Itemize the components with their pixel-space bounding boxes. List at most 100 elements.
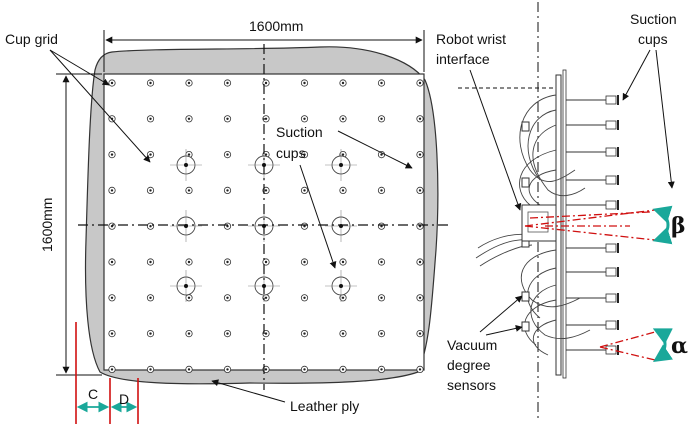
- grid-cup: [185, 186, 193, 194]
- grid-cup: [416, 258, 424, 266]
- side-rod: [566, 147, 619, 157]
- grid-cup: [300, 329, 309, 338]
- side-rod: [566, 293, 619, 303]
- vacuum-sensors-label-line3: sensors: [447, 377, 496, 393]
- side-rod: [566, 267, 619, 277]
- grid-cup: [339, 186, 347, 194]
- grid-cup: [146, 329, 155, 338]
- cup-grid-label: Cup grid: [5, 31, 58, 47]
- grid-cup: [300, 151, 309, 159]
- grid-cup: [300, 258, 309, 266]
- grid-cup: [416, 365, 424, 373]
- grid-cup: [146, 186, 155, 194]
- big-suction-cup: [325, 270, 357, 302]
- dim-c-label: C: [88, 386, 98, 402]
- side-frame-plate-2: [562, 69, 567, 379]
- grid-cup: [223, 79, 232, 87]
- grid-cup: [146, 79, 155, 87]
- side-suction-rods: [566, 95, 619, 355]
- big-suction-cup: [170, 270, 202, 302]
- grid-cup: [108, 222, 116, 230]
- grid-cup: [185, 115, 193, 123]
- side-rod: [566, 95, 619, 105]
- grid-cup: [377, 365, 386, 373]
- robot-wrist-label-line1: Robot wrist: [436, 31, 506, 47]
- suction-cups-right-label-line2: cups: [638, 31, 668, 47]
- width-dimension-label: 1600mm: [249, 18, 303, 34]
- side-rod: [566, 243, 619, 253]
- big-suction-cup: [170, 149, 202, 181]
- alpha-angle-lines: [599, 331, 656, 361]
- vacuum-leader-2: [485, 324, 523, 336]
- grid-cup: [108, 258, 116, 266]
- grid-cup: [146, 222, 155, 230]
- vacuum-leader-1: [479, 295, 523, 333]
- suction-cups-label-line1: Suction: [276, 124, 323, 140]
- alpha-label: α: [671, 333, 688, 359]
- suction-cups-right-leader-1: [622, 49, 651, 101]
- grid-cup: [416, 79, 424, 87]
- grid-cup: [339, 329, 347, 338]
- beta-rotation-arrow: [652, 205, 673, 245]
- grid-cup: [416, 329, 424, 338]
- cup-grid-leader-1: [49, 49, 151, 163]
- grid-cup: [185, 294, 193, 302]
- robot-wrist-label-line2: interface: [436, 51, 490, 67]
- side-hoses: [475, 94, 591, 356]
- grid-cup: [223, 365, 232, 373]
- grid-cup: [108, 151, 116, 159]
- grid-cup: [223, 258, 232, 266]
- grid-cup: [300, 222, 309, 230]
- side-rod: [566, 120, 619, 130]
- grid-cup: [108, 294, 116, 302]
- robot-wrist-leader: [469, 69, 522, 211]
- grid-cup: [339, 79, 347, 87]
- grid-cup: [146, 365, 155, 373]
- grid-cup: [300, 294, 309, 302]
- side-frame-plate: [555, 74, 562, 376]
- vacuum-sensors-label-line1: Vacuum: [447, 337, 497, 353]
- grid-cup: [146, 115, 155, 123]
- grid-cup: [300, 186, 309, 194]
- side-rod: [566, 175, 619, 185]
- alpha-rotation-arrow: [652, 328, 673, 362]
- grid-cup: [300, 79, 309, 87]
- grid-cup: [185, 329, 193, 338]
- suction-cups-label-line2: cups: [276, 145, 306, 161]
- beta-angle-lines: [524, 209, 656, 241]
- robot-wrist-box-inner: [527, 211, 549, 233]
- grid-cup: [223, 186, 232, 194]
- height-dimension-label: 1600mm: [39, 198, 55, 252]
- suction-cups-right-label-line1: Suction: [630, 11, 677, 27]
- grid-cup: [185, 365, 193, 373]
- grid-cup: [377, 222, 386, 230]
- cup-grid: [108, 79, 424, 373]
- suction-cups-leader-1: [337, 130, 413, 169]
- big-suction-cup: [325, 149, 357, 181]
- grid-cup: [339, 115, 347, 123]
- grid-cup: [300, 115, 309, 123]
- vacuum-sensors-label-line2: degree: [447, 357, 491, 373]
- robot-wrist-box: [521, 204, 557, 242]
- grid-cup: [262, 115, 270, 123]
- grid-cup: [146, 294, 155, 302]
- grid-cup: [377, 79, 386, 87]
- grid-cup: [377, 258, 386, 266]
- grid-cup: [377, 115, 386, 123]
- grid-cup: [416, 222, 424, 230]
- side-rod: [566, 345, 619, 355]
- grid-cup: [377, 294, 386, 302]
- grid-cup: [339, 258, 347, 266]
- grid-cup: [223, 115, 232, 123]
- grid-cup: [108, 186, 116, 194]
- side-rod: [566, 200, 619, 210]
- grid-cup: [223, 222, 232, 230]
- suction-cups-leader-2: [299, 164, 337, 269]
- grid-cup: [146, 151, 155, 159]
- grid-cup: [416, 294, 424, 302]
- grid-cup: [416, 186, 424, 194]
- suction-cups-right-leader-2: [655, 49, 675, 189]
- big-suction-cup: [170, 210, 202, 242]
- grid-cup: [223, 329, 232, 338]
- grid-cup: [339, 365, 347, 373]
